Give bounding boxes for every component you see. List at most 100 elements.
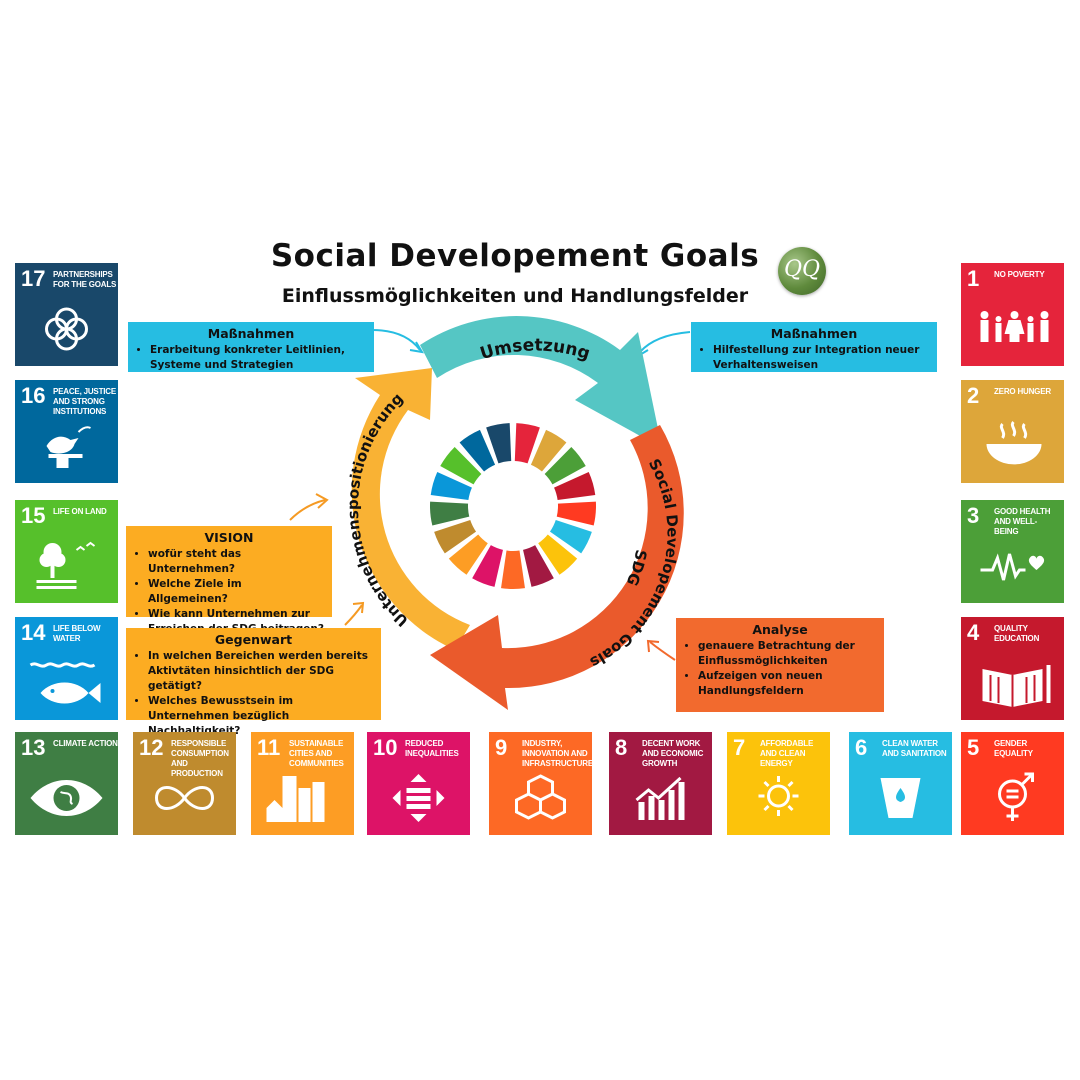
logo-text: QQ	[783, 257, 821, 282]
massnahmen-right-item: Hilfestellung zur Integration neuer Verh…	[713, 343, 929, 373]
sdg-tile-number: 11	[257, 735, 281, 760]
sdg-tile-2: 2 Zero Hunger	[961, 380, 1064, 483]
vision-item: wofür steht das Unternehmen?	[148, 547, 324, 577]
sdg-tile-1: 1 No Poverty	[961, 263, 1064, 366]
massnahmen-left-box: Maßnahmen Erarbeitung konkreter Leitlini…	[128, 322, 374, 372]
heartbeat-icon	[980, 553, 1045, 581]
sdg-tile-label: Zero Hunger	[994, 387, 1051, 396]
sdg-tile-label: Gender Equality	[994, 739, 1033, 758]
dove-icon	[46, 426, 91, 468]
rings-icon	[45, 307, 88, 351]
sdg-tile-number: 6	[855, 735, 868, 760]
sdg-tile-label: Climate Action	[53, 739, 118, 748]
vision-title: VISION	[204, 530, 254, 545]
tree-icon	[36, 541, 96, 589]
sdg-tile-label: Partnerships for the Goals	[53, 270, 117, 289]
sdg-tile-label: Good Health and Well-Being	[994, 507, 1051, 536]
sdg-tile-4: 4 Quality Education	[961, 617, 1064, 720]
sdg-tile-number: 5	[967, 735, 980, 760]
sdg-tile-number: 12	[139, 735, 164, 760]
sdg-tile-17: 17 Partnerships for the Goals	[15, 263, 118, 366]
gender-icon	[998, 772, 1034, 821]
sdg-tile-label: Life on Land	[53, 507, 107, 516]
sdg-tile-5: 5 Gender Equality	[961, 732, 1064, 835]
sdg-tile-label: Affordable and Clean Energy	[760, 739, 814, 768]
sdg-tile-16: 16 Peace, Justice and Strong Institutions	[15, 380, 118, 483]
sdg-tile-label: Industry, Innovation and Infrastructure	[522, 739, 592, 768]
sdg-tile-label: Quality Education	[994, 624, 1040, 643]
company-logo: QQ	[778, 247, 826, 295]
sdg-wheel-segment	[501, 550, 525, 589]
sdg-wheel-segment	[434, 520, 477, 554]
sdg-tile-number: 2	[967, 383, 980, 408]
people-icon	[980, 311, 1049, 342]
fish-icon	[29, 662, 101, 704]
sdg-wheel-segment	[554, 472, 596, 501]
massnahmen-left-title: Maßnahmen	[207, 326, 295, 341]
water-icon	[880, 778, 921, 818]
sdg-tile-13: 13Climate Action	[15, 732, 118, 835]
sdg-tile-8: 8Decent Work and Economic Growth	[609, 732, 712, 835]
sdg-tile-label: Clean Water and Sanitation	[882, 739, 947, 758]
sdg-tile-number: 17	[21, 266, 46, 291]
arc-right	[430, 425, 684, 710]
massnahmen-right-box: Maßnahmen Hilfestellung zur Integration …	[691, 322, 937, 372]
sdg-tile-3: 3 Good Health and Well-Being	[961, 500, 1064, 603]
sdg-tile-label: Sustainable Cities and Communities	[289, 739, 344, 768]
sdg-tile-label: Life Below Water	[53, 624, 101, 643]
infinity-icon	[154, 786, 215, 810]
sdg-tile-number: 4	[967, 620, 980, 645]
sdg-wheel-segment	[486, 423, 512, 464]
vision-item: Welche Ziele im Allgemeinen?	[148, 577, 324, 607]
sdg-wheel-segment	[556, 501, 597, 526]
sdg-tile-label: Reduced Inequalities	[405, 739, 459, 758]
sdg-tile-9: 9 Industry, Innovation and Infrastructure	[489, 732, 592, 835]
sdg-wheel-segment	[549, 520, 592, 554]
sdg-tile-label: Responsible Consumption and Production	[171, 739, 229, 778]
cubes-icon	[515, 774, 566, 820]
sdg-wheel-segment	[459, 429, 496, 472]
sdg-wheel-segment	[538, 534, 578, 575]
sdg-tile-number: 15	[21, 503, 46, 528]
sdg-tile-number: 16	[21, 383, 46, 408]
sdg-tile-7: 7 Affordable and Clean Energy	[727, 732, 830, 835]
sdg-tile-11: 11 Sustainable Cities and Communities	[251, 732, 354, 835]
arc-top	[420, 316, 662, 448]
sdg-wheel-segment	[472, 545, 503, 587]
vision-box: VISION wofür steht das Unternehmen? Welc…	[126, 526, 332, 635]
analyse-item: Aufzeigen von neuen Handlungsfeldern	[698, 669, 876, 699]
gegenwart-title: Gegenwart	[214, 632, 293, 647]
sdg-tile-number: 8	[615, 735, 628, 760]
sdg-tile-number: 10	[373, 735, 398, 760]
city-icon	[266, 776, 325, 822]
sdg-wheel-segment	[523, 545, 554, 587]
massnahmen-right-title: Maßnahmen	[770, 326, 858, 341]
sdg-tile-number: 3	[967, 503, 980, 528]
growth-chart-icon	[635, 776, 685, 820]
equal-arrows-icon	[392, 774, 445, 822]
massnahmen-left-item: Erarbeitung konkreter Leitlinien, System…	[150, 343, 366, 373]
book-icon	[982, 665, 1051, 707]
sdg-tile-number: 1	[967, 266, 980, 291]
analyse-title: Analyse	[752, 622, 808, 637]
analyse-box: Analyse genauere Betrachtung der Einflus…	[676, 618, 884, 712]
sdg-wheel	[430, 423, 597, 589]
sdg-tile-number: 9	[495, 735, 508, 760]
page-subtitle: Einflussmöglichkeiten und Handlungsfelde…	[281, 285, 749, 307]
sdg-tile-10: 10 Reduced Inequalities	[367, 732, 470, 835]
sdg-wheel-segment	[514, 423, 540, 464]
sdg-tile-label: No Poverty	[994, 270, 1045, 279]
sdg-tile-label: Peace, Justice and Strong Institutions	[53, 387, 116, 416]
sdg-tile-number: 14	[21, 620, 46, 645]
page-title: Social Developement Goals	[270, 238, 760, 274]
sdg-wheel-segment	[440, 446, 482, 485]
analyse-item: genauere Betrachtung der Einflussmöglich…	[698, 639, 876, 669]
sdg-tile-12: 12 Responsible Consumption and Production	[133, 732, 236, 835]
bowl-icon	[986, 420, 1042, 465]
sdg-tile-6: 6 Clean Water and Sanitation	[849, 732, 952, 835]
sdg-tile-14: 14 Life Below Water	[15, 617, 118, 720]
sdg-wheel-segment	[530, 429, 567, 472]
sdg-wheel-segment	[430, 501, 470, 526]
sdg-tile-number: 7	[733, 735, 746, 760]
arc-left	[351, 368, 470, 650]
